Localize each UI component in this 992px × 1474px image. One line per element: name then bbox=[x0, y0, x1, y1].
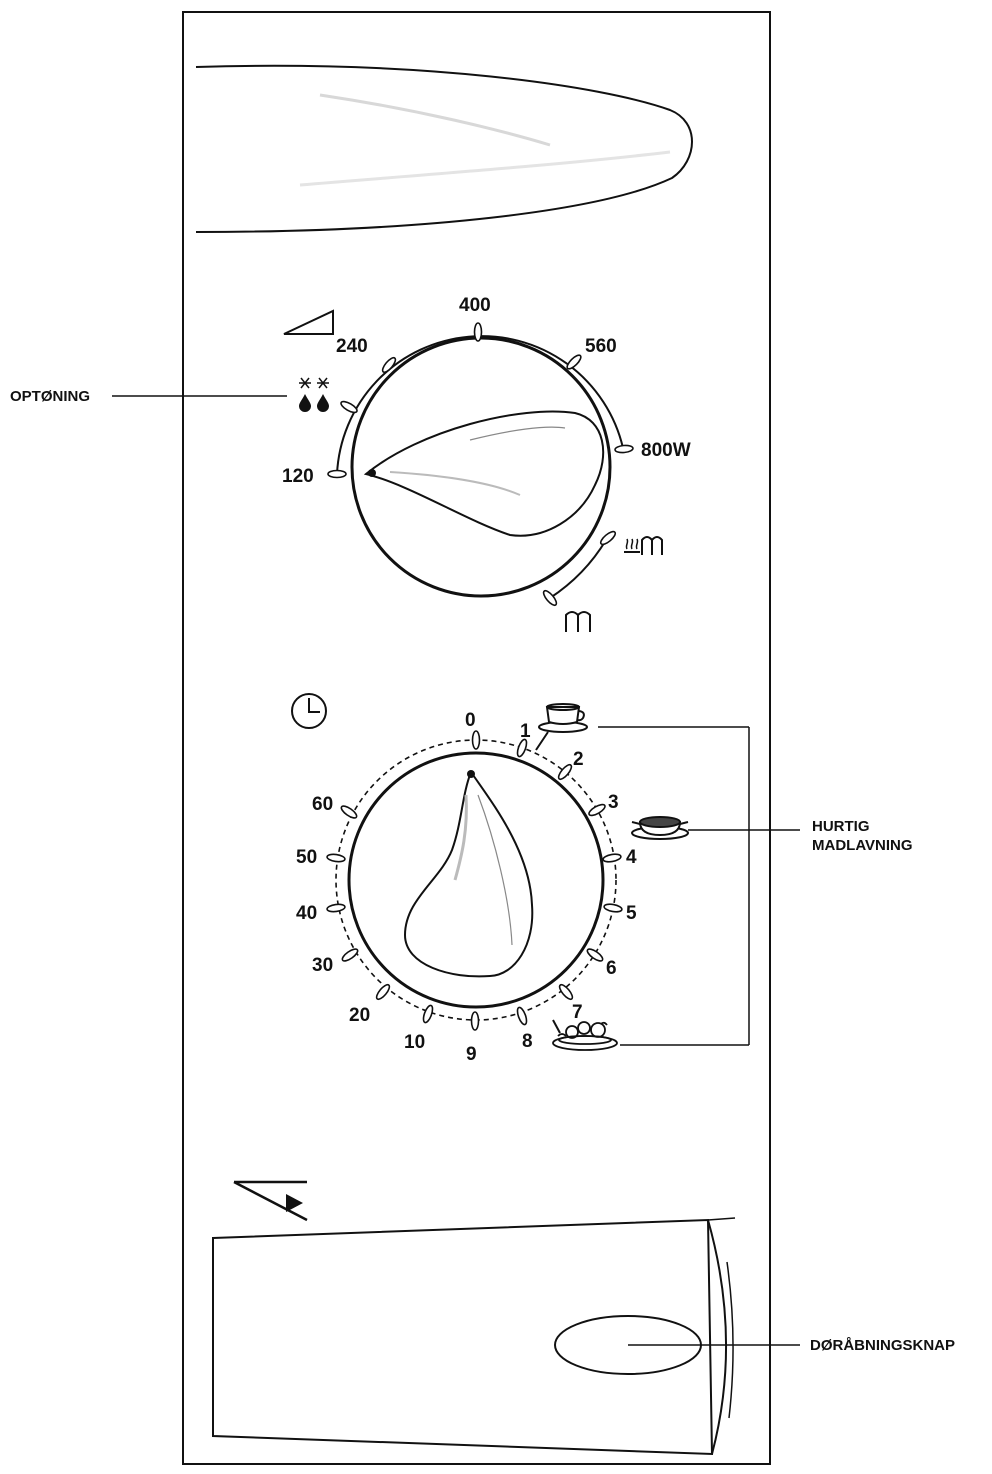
timer-label-3: 3 bbox=[608, 792, 619, 813]
door-handle-panel bbox=[212, 1217, 736, 1456]
timer-label-40: 40 bbox=[296, 903, 317, 924]
timer-label-10: 10 bbox=[404, 1032, 425, 1053]
door-open-icon bbox=[233, 1180, 308, 1222]
power-label-240: 240 bbox=[336, 336, 368, 357]
plate-pointer-line bbox=[552, 1019, 561, 1034]
control-panel-frame bbox=[182, 11, 771, 1465]
power-scale-arc bbox=[336, 335, 624, 475]
timer-label-60: 60 bbox=[312, 794, 333, 815]
timer-label-9: 9 bbox=[466, 1044, 477, 1065]
grill-combi-icon bbox=[624, 536, 663, 555]
timer-label-50: 50 bbox=[296, 847, 317, 868]
power-label-400: 400 bbox=[459, 295, 491, 316]
power-dial[interactable]: 120 240 400 560 800W bbox=[282, 295, 691, 607]
timer-label-5: 5 bbox=[626, 903, 637, 924]
power-ticks bbox=[327, 322, 634, 607]
display-window bbox=[195, 64, 693, 233]
quick-cook-callout-line1: HURTIG bbox=[812, 818, 870, 835]
power-knob-indicator bbox=[368, 469, 376, 477]
timer-knob-indicator bbox=[467, 770, 475, 778]
clock-icon bbox=[291, 693, 327, 729]
timer-label-7: 7 bbox=[572, 1002, 583, 1023]
timer-label-0: 0 bbox=[465, 710, 476, 731]
power-label-120: 120 bbox=[282, 466, 314, 487]
grill-icon bbox=[565, 611, 591, 632]
soup-bowl-icon bbox=[631, 816, 689, 840]
timer-label-1: 1 bbox=[520, 721, 531, 742]
timer-knob-grip bbox=[403, 769, 534, 978]
timer-label-4: 4 bbox=[626, 847, 637, 868]
power-knob-grip bbox=[363, 410, 605, 537]
door-button-callout-text: DØRÅBNINGSKNAP bbox=[810, 1337, 955, 1354]
grill-scale-arc bbox=[549, 539, 607, 599]
food-plate-icon bbox=[552, 1021, 618, 1051]
quick-cook-callout-line2: MADLAVNING bbox=[812, 837, 913, 854]
timer-ticks bbox=[326, 730, 623, 1031]
timer-label-6: 6 bbox=[606, 958, 617, 979]
defrost-callout: OPTØNING bbox=[10, 388, 287, 405]
quick-cook-callout bbox=[598, 726, 800, 1046]
timer-label-2: 2 bbox=[573, 749, 584, 770]
timer-dial[interactable]: 0 1 2 3 4 5 6 7 8 9 10 20 30 40 50 60 bbox=[296, 710, 637, 1065]
power-triangle-icon bbox=[283, 309, 334, 335]
cup-pointer-line bbox=[535, 731, 549, 751]
timer-label-20: 20 bbox=[349, 1005, 370, 1026]
timer-label-30: 30 bbox=[312, 955, 333, 976]
defrost-callout-text: OPTØNING bbox=[10, 388, 90, 405]
power-label-560: 560 bbox=[585, 336, 617, 357]
timer-label-8: 8 bbox=[522, 1031, 533, 1052]
power-label-800w: 800W bbox=[641, 440, 691, 461]
defrost-snowflake-drops-icon bbox=[299, 377, 329, 412]
cup-icon bbox=[538, 703, 588, 733]
